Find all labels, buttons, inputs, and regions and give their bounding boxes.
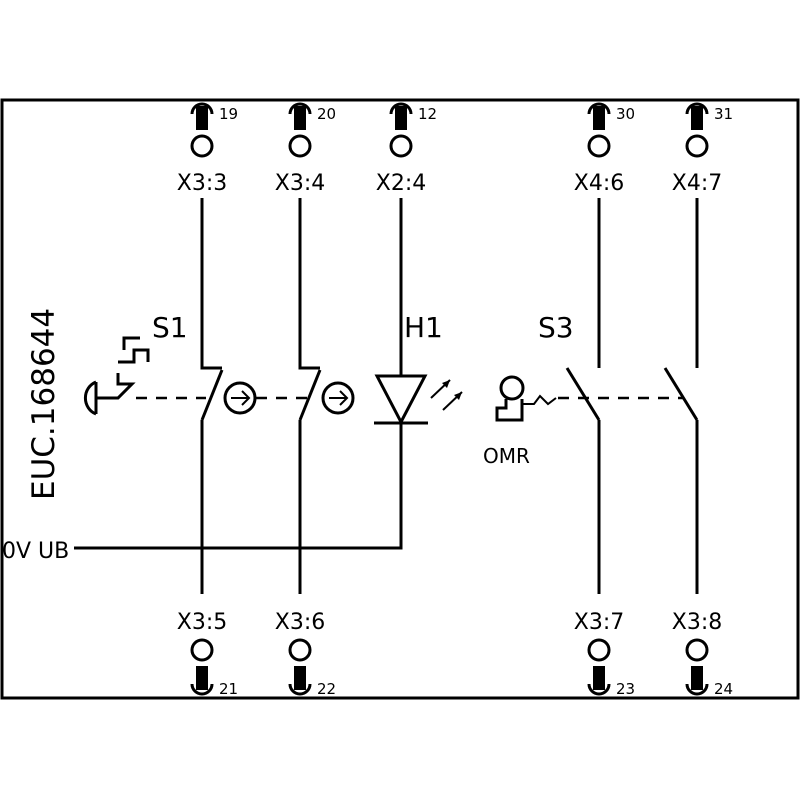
- top-terminal-2: 20 X3:4: [275, 102, 336, 196]
- h1-led-icon: [74, 198, 463, 550]
- top-terminal-label-1: X3:3: [177, 171, 227, 196]
- positive-opening-icon-1: [223, 381, 257, 415]
- bottom-terminal-label-1: X3:5: [177, 610, 227, 635]
- top-terminal-1: 19 X3:3: [177, 102, 238, 196]
- device-frame: [0, 98, 800, 700]
- top-pin-1: 19: [219, 105, 238, 123]
- top-pin-3: 12: [418, 105, 437, 123]
- bottom-terminal-label-4: X3:8: [672, 610, 722, 635]
- s3-contact-2: [663, 198, 699, 594]
- device-label-h1: H1: [404, 311, 443, 344]
- top-terminal-3: 12 X2:4: [376, 102, 437, 196]
- s1-contact-2: [298, 198, 322, 594]
- top-pin-4: 30: [616, 105, 635, 123]
- emergency-stop-actuator-icon: [83, 336, 150, 416]
- top-pin-5: 31: [714, 105, 733, 123]
- device-label-s3: S3: [538, 311, 574, 344]
- bottom-pin-2: 22: [317, 680, 336, 698]
- top-terminal-5: 31 X4:7: [672, 102, 733, 196]
- s3-contact-1: [565, 198, 601, 594]
- top-terminal-4: 30 X4:6: [574, 102, 635, 196]
- bottom-terminal-2: X3:6 22: [275, 610, 336, 698]
- s1-contact-1: [200, 198, 224, 594]
- bottom-pin-4: 24: [714, 680, 733, 698]
- bottom-pin-3: 23: [616, 680, 635, 698]
- positive-opening-icon-2: [321, 381, 355, 415]
- bottom-pin-1: 21: [219, 680, 238, 698]
- bottom-terminal-label-2: X3:6: [275, 610, 325, 635]
- bottom-terminal-3: X3:7 23: [574, 610, 635, 698]
- top-terminal-label-3: X2:4: [376, 171, 426, 196]
- bottom-terminal-1: X3:5 21: [177, 610, 238, 698]
- side-label: EUC.168644: [26, 308, 62, 500]
- supply-label: 0V UB: [2, 539, 69, 564]
- top-pin-2: 20: [317, 105, 336, 123]
- device-label-s1: S1: [152, 311, 188, 344]
- top-terminal-label-5: X4:7: [672, 171, 722, 196]
- bottom-terminal-label-3: X3:7: [574, 610, 624, 635]
- key-actuator-icon: [495, 375, 557, 422]
- top-terminal-label-2: X3:4: [275, 171, 325, 196]
- top-terminal-label-4: X4:6: [574, 171, 624, 196]
- omr-label: OMR: [483, 444, 530, 468]
- bottom-terminal-4: X3:8 24: [672, 610, 733, 698]
